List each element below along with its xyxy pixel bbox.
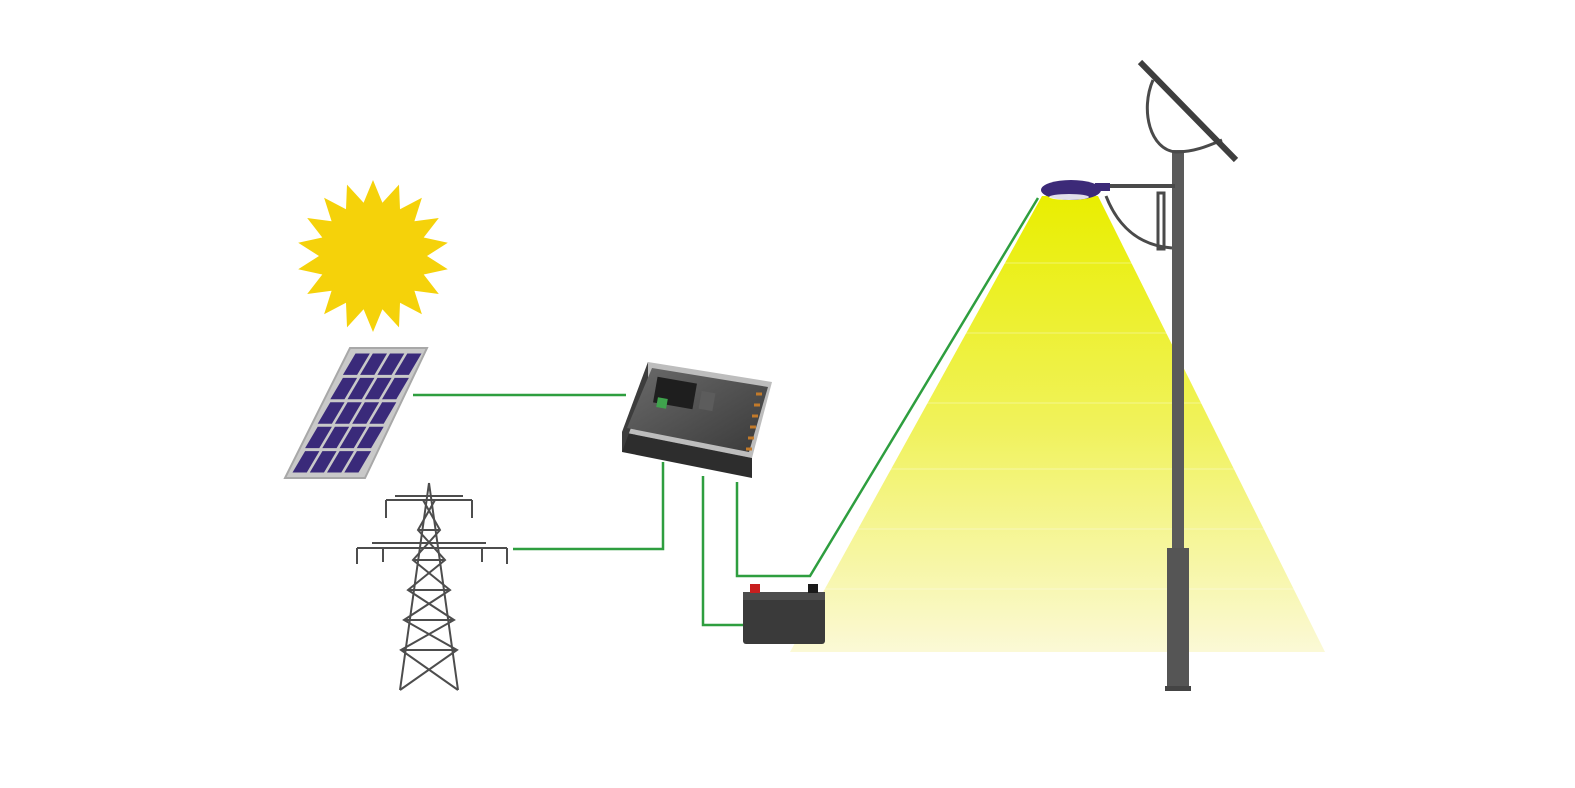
solar-cell xyxy=(344,451,372,473)
solar-cell xyxy=(382,377,409,400)
solar-cell xyxy=(317,402,345,424)
solar-cell xyxy=(394,353,422,375)
solar-cell xyxy=(292,451,320,473)
solar-cell xyxy=(305,426,332,449)
solar-cell xyxy=(330,377,358,400)
solar-cell xyxy=(352,402,380,424)
transmission-tower-icon xyxy=(356,482,508,691)
solar-cell xyxy=(369,402,397,424)
wire-controller-to-battery xyxy=(701,476,743,627)
solar-cell xyxy=(322,426,350,449)
solar-panel-icon xyxy=(283,347,429,479)
wire-controller-to-light xyxy=(735,197,1040,578)
light-beam xyxy=(790,196,1330,652)
solar-cell xyxy=(342,353,370,375)
solar-cell xyxy=(360,353,387,375)
solar-charge-controller-icon xyxy=(622,362,772,478)
sun-icon xyxy=(298,180,448,332)
solar-cell xyxy=(356,426,384,449)
solar-street-light-icon xyxy=(1041,59,1239,691)
wire-grid-to-controller xyxy=(513,462,665,551)
solar-cell xyxy=(309,451,337,473)
wiring xyxy=(413,197,1040,627)
battery-icon xyxy=(743,584,825,644)
solar-cell xyxy=(377,353,405,375)
solar-cell xyxy=(347,377,375,400)
solar-cell xyxy=(334,402,362,424)
solar-cell xyxy=(327,451,354,473)
solar-cell xyxy=(339,426,367,449)
solar-cell xyxy=(364,377,392,400)
